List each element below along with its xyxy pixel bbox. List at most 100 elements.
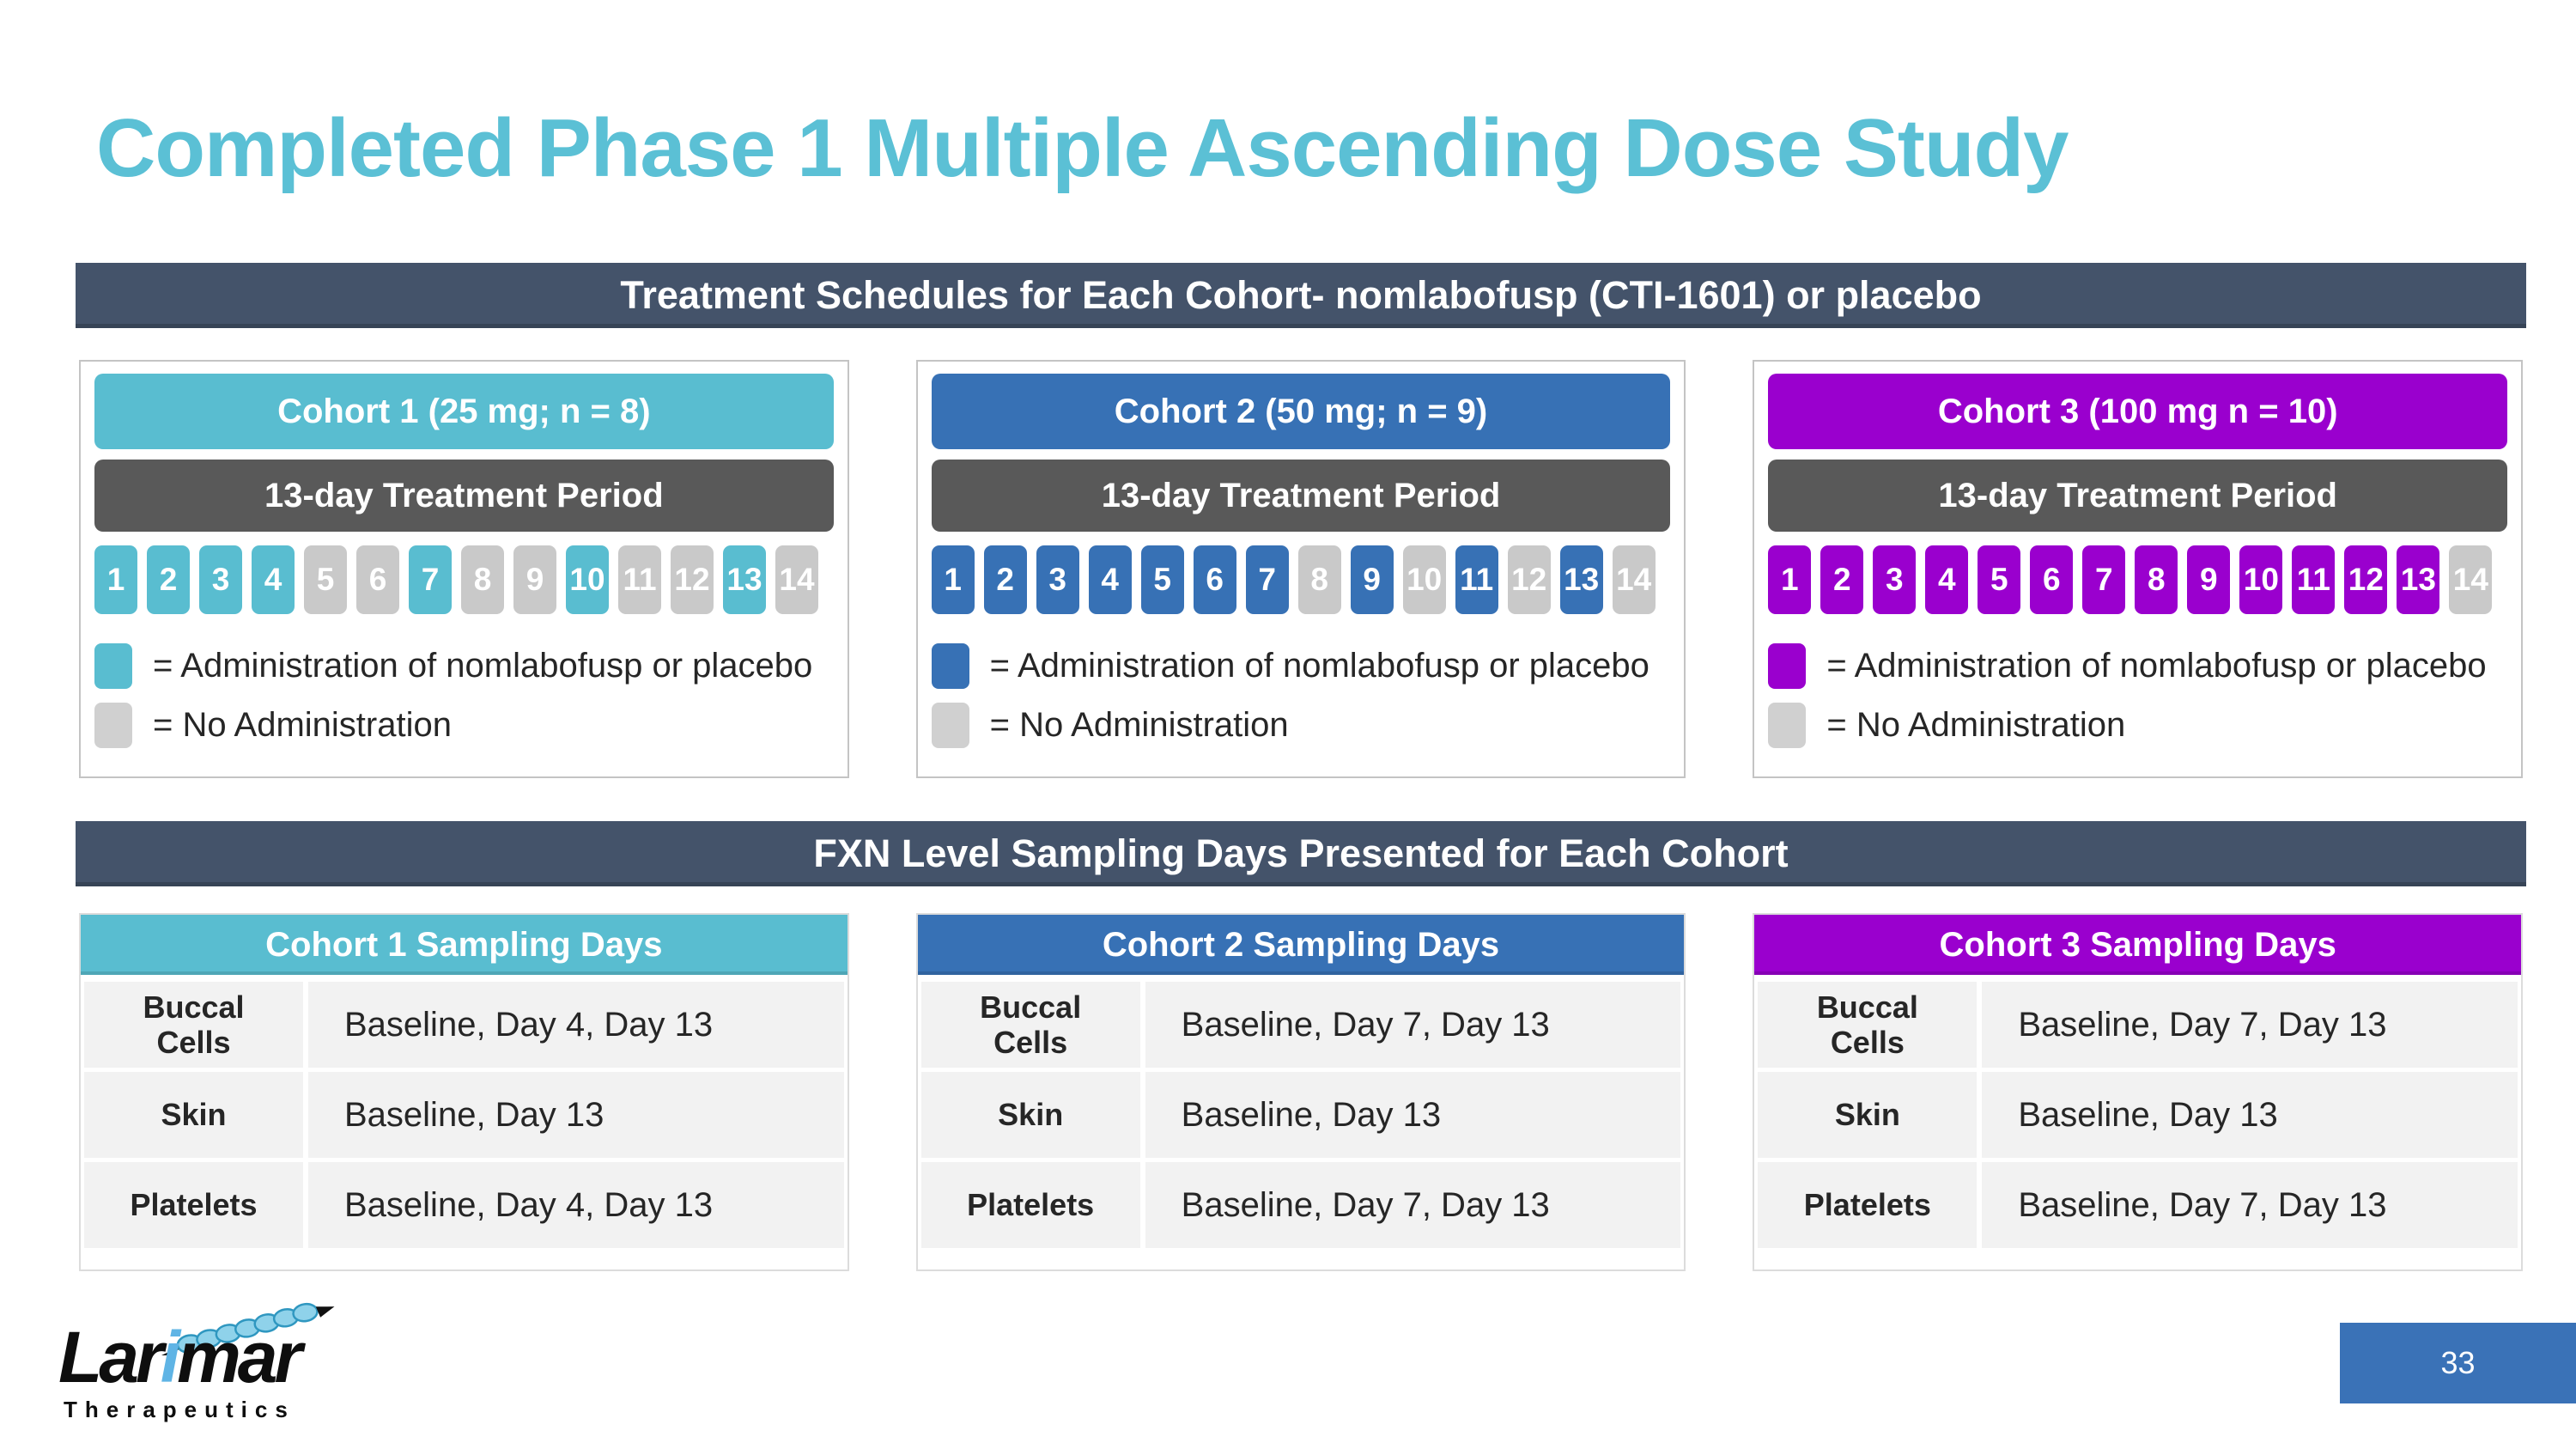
day-cell: 9 xyxy=(2187,545,2231,614)
legend-administration-label: = Administration of nomlabofusp or place… xyxy=(153,647,813,685)
sampling-days-value: Baseline, Day 13 xyxy=(308,1072,844,1158)
sample-type-label: Platelets xyxy=(920,1162,1140,1248)
day-cell: 5 xyxy=(1978,545,2021,614)
cohort-header: Cohort 2 (50 mg; n = 9) xyxy=(931,374,1671,449)
day-cell: 2 xyxy=(1820,545,1864,614)
legend-no-administration-row: = No Administration xyxy=(1768,703,2507,748)
day-cell: 1 xyxy=(94,545,137,614)
day-cell: 8 xyxy=(461,545,504,614)
sampling-days-value: Baseline, Day 7, Day 13 xyxy=(1982,982,2518,1068)
logo-wordmark: Larimar xyxy=(58,1317,302,1397)
sample-type-label: Buccal Cells xyxy=(920,982,1140,1068)
legend-administration-row: = Administration of nomlabofusp or place… xyxy=(1768,643,2507,689)
day-cell: 4 xyxy=(1088,545,1132,614)
page-number: 33 xyxy=(2440,1345,2476,1380)
day-cell: 3 xyxy=(1873,545,1917,614)
fxn-sampling-banner: FXN Level Sampling Days Presented for Ea… xyxy=(76,821,2526,886)
cohort-1-panel: Cohort 1 (25 mg; n = 8) 13-day Treatment… xyxy=(79,360,849,778)
sampling-days-value: Baseline, Day 7, Day 13 xyxy=(1145,982,1681,1068)
day-cell: 13 xyxy=(2397,545,2440,614)
day-cell: 7 xyxy=(409,545,452,614)
legend-no-administration-label: = No Administration xyxy=(1826,706,2126,744)
day-cell: 2 xyxy=(147,545,190,614)
day-cell: 8 xyxy=(1297,545,1341,614)
day-cell: 10 xyxy=(2239,545,2283,614)
day-cell: 7 xyxy=(2082,545,2126,614)
day-cell: 3 xyxy=(1036,545,1079,614)
day-cell: 7 xyxy=(1245,545,1289,614)
sampling-days-value: Baseline, Day 4, Day 13 xyxy=(308,982,844,1068)
page-number-box: 33 xyxy=(2340,1323,2576,1403)
sample-type-label: Platelets xyxy=(1758,1162,1978,1248)
day-cell: 4 xyxy=(252,545,295,614)
administration-swatch xyxy=(1768,643,1807,689)
day-cell: 6 xyxy=(356,545,399,614)
legend-administration-label: = Administration of nomlabofusp or place… xyxy=(1826,647,2487,685)
sampling-days-value: Baseline, Day 13 xyxy=(1982,1072,2518,1158)
day-cell: 5 xyxy=(304,545,347,614)
day-cell: 13 xyxy=(723,545,766,614)
treatment-schedules-banner: Treatment Schedules for Each Cohort- nom… xyxy=(76,263,2526,328)
cohort-header: Cohort 3 (100 mg n = 10) xyxy=(1768,374,2508,449)
sample-type-label: Skin xyxy=(920,1072,1140,1158)
day-cell: 2 xyxy=(983,545,1027,614)
legend-no-administration-label: = No Administration xyxy=(153,706,452,744)
treatment-period-bar: 13-day Treatment Period xyxy=(931,460,1671,532)
page-title: Completed Phase 1 Multiple Ascending Dos… xyxy=(96,102,2069,194)
day-cell: 10 xyxy=(1402,545,1446,614)
day-cell: 6 xyxy=(1193,545,1236,614)
day-cell: 14 xyxy=(2449,545,2493,614)
legend-no-administration-row: = No Administration xyxy=(931,703,1671,748)
logo-subtitle: Therapeutics xyxy=(64,1397,295,1422)
sampling-table-header: Cohort 3 Sampling Days xyxy=(1754,915,2522,975)
sample-type-label: Buccal Cells xyxy=(1758,982,1978,1068)
treatment-period-bar: 13-day Treatment Period xyxy=(1768,460,2508,532)
legend-no-administration-row: = No Administration xyxy=(94,703,834,748)
cohort-2-panel: Cohort 2 (50 mg; n = 9) 13-day Treatment… xyxy=(915,360,1686,778)
day-cell: 1 xyxy=(931,545,975,614)
legend-administration-row: = Administration of nomlabofusp or place… xyxy=(931,643,1671,689)
day-cell: 11 xyxy=(2292,545,2336,614)
day-cell: 12 xyxy=(1507,545,1551,614)
larimar-logo: Larimar Therapeutics xyxy=(58,1302,368,1423)
day-cell: 14 xyxy=(775,545,818,614)
cohort-schedule-row: Cohort 1 (25 mg; n = 8) 13-day Treatment… xyxy=(79,360,2524,778)
cohort-3-panel: Cohort 3 (100 mg n = 10) 13-day Treatmen… xyxy=(1753,360,2524,778)
sampling-table-header: Cohort 2 Sampling Days xyxy=(917,915,1685,975)
day-cell: 3 xyxy=(199,545,242,614)
sample-type-label: Platelets xyxy=(84,1162,303,1248)
sample-type-label: Buccal Cells xyxy=(84,982,303,1068)
no-administration-swatch xyxy=(94,703,132,748)
cohort-header: Cohort 1 (25 mg; n = 8) xyxy=(94,374,834,449)
administration-swatch xyxy=(94,643,132,689)
sampling-days-value: Baseline, Day 7, Day 13 xyxy=(1145,1162,1681,1248)
day-cell: 11 xyxy=(1455,545,1498,614)
legend-no-administration-label: = No Administration xyxy=(989,706,1289,744)
day-cell: 9 xyxy=(1350,545,1394,614)
sampling-table-header: Cohort 1 Sampling Days xyxy=(81,915,848,975)
day-cell: 9 xyxy=(513,545,556,614)
sample-type-label: Skin xyxy=(1758,1072,1978,1158)
day-cell: 1 xyxy=(1768,545,1812,614)
no-administration-swatch xyxy=(931,703,969,748)
sample-type-label: Skin xyxy=(84,1072,303,1158)
no-administration-swatch xyxy=(1768,703,1807,748)
administration-swatch xyxy=(931,643,969,689)
day-cell: 11 xyxy=(618,545,661,614)
day-cell: 5 xyxy=(1140,545,1184,614)
